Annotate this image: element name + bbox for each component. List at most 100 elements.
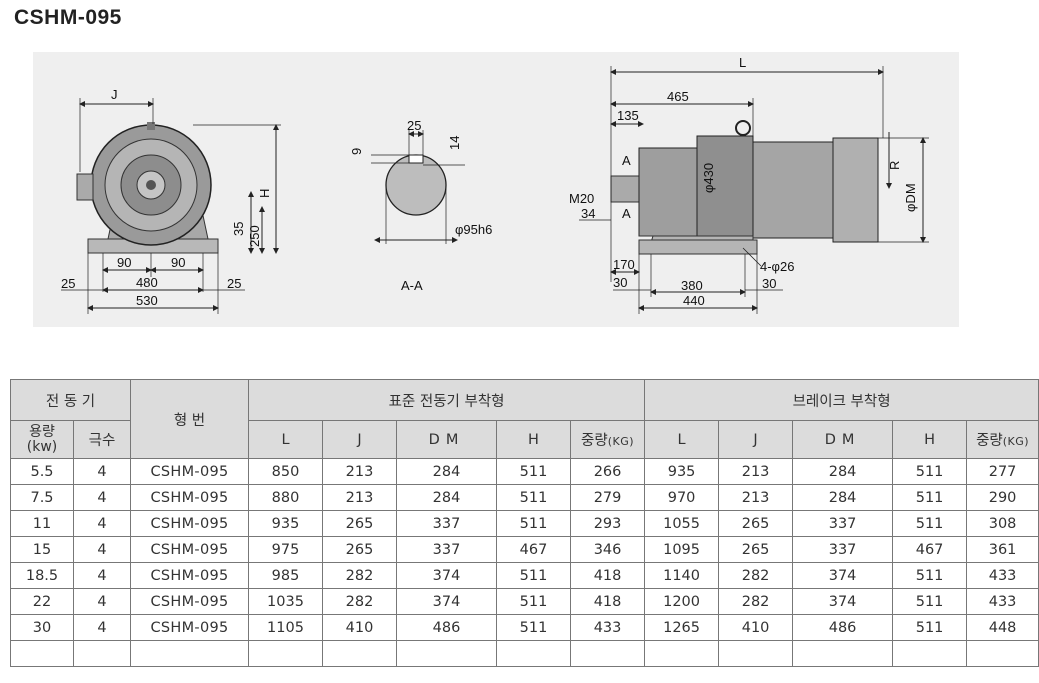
- cell-brk-2: 486: [792, 614, 894, 641]
- cell-kw: 7.5: [10, 484, 74, 511]
- cell-poles: 4: [73, 562, 131, 589]
- brk-col-J: J: [718, 420, 794, 459]
- cell-std-0: 1035: [248, 588, 323, 615]
- dim-key-14: 14: [447, 136, 462, 150]
- std-col-L: L: [248, 420, 323, 459]
- brk-col-H: H: [892, 420, 968, 459]
- cell-poles: 4: [73, 588, 131, 615]
- cell-std-2: 486: [396, 614, 497, 641]
- cell-std-3: 511: [496, 588, 571, 615]
- cell-std-1: 282: [322, 588, 397, 615]
- cell-brk-1: 410: [718, 614, 794, 641]
- cell-brk-0: 1140: [644, 562, 720, 589]
- dim-380: 380: [681, 278, 703, 293]
- weight-unit: (KG): [607, 435, 635, 448]
- std-col-weight: 중량(KG): [569, 420, 646, 459]
- cell-std-0: 935: [248, 510, 323, 537]
- cell-brk-0: 935: [644, 458, 720, 485]
- section-mark-a-top: A: [622, 153, 631, 168]
- dim-440: 440: [683, 293, 705, 308]
- cell-brk-2: 284: [792, 484, 894, 511]
- cell-std-0: 850: [248, 458, 323, 485]
- spec-table: 전 동 기 형 번 표준 전동기 부착형 브레이크 부착형 용량 (kw) 극수…: [10, 379, 1039, 667]
- cell-brk-3: 511: [892, 484, 968, 511]
- dim-35: 35: [231, 222, 246, 236]
- cell-std-0: 975: [248, 536, 323, 563]
- dim-135: 135: [617, 108, 639, 123]
- cell-brk-3: 511: [892, 614, 968, 641]
- cell-poles: 4: [73, 458, 131, 485]
- cell-model: CSHM-095: [130, 536, 249, 563]
- cell-brk-0: 970: [644, 484, 720, 511]
- cell-model: CSHM-095: [130, 458, 249, 485]
- cell-std-3: 467: [496, 536, 571, 563]
- capacity-header: 용량 (kw): [10, 420, 74, 459]
- cell-model: CSHM-095: [130, 562, 249, 589]
- cell-std-1: 282: [322, 562, 397, 589]
- cell-brk-4: 433: [966, 588, 1039, 615]
- cell-poles: 4: [73, 484, 131, 511]
- cell-std-0: 880: [248, 484, 323, 511]
- cell-std-1: 213: [322, 484, 397, 511]
- brk-col-DM: DM: [792, 420, 894, 459]
- dim-34: 34: [581, 206, 595, 221]
- cell-model: CSHM-095: [130, 510, 249, 537]
- cell-brk-1: 282: [718, 562, 794, 589]
- cell-brk-4: 433: [966, 562, 1039, 589]
- dim-L: L: [739, 55, 746, 70]
- dim-R: R: [887, 161, 902, 170]
- page-title: CSHM-095: [14, 6, 122, 29]
- dim-480: 480: [136, 275, 158, 290]
- cell-brk-1: 282: [718, 588, 794, 615]
- cell-brk-3: 511: [892, 510, 968, 537]
- dim-key-9: 9: [349, 148, 364, 155]
- cell-std-4: 266: [569, 458, 646, 485]
- cell-std-4: 418: [569, 588, 646, 615]
- cell-brk-4: 308: [966, 510, 1039, 537]
- cell-kw: 30: [10, 614, 74, 641]
- dim-25-right: 25: [227, 276, 241, 291]
- dimension-drawing: J H 35 250 90 90 480 530 25 25 25 9: [33, 52, 959, 327]
- cell-kw: 22: [10, 588, 74, 615]
- cell-brk-4: 290: [966, 484, 1039, 511]
- brk-col-weight: 중량(KG): [966, 420, 1039, 459]
- dim-170: 170: [613, 257, 635, 272]
- section-label: A-A: [401, 278, 423, 293]
- dim-25-left: 25: [61, 276, 75, 291]
- cell-brk-2: 374: [792, 588, 894, 615]
- standard-motor-header: 표준 전동기 부착형: [247, 379, 646, 421]
- cell-kw: 5.5: [10, 458, 74, 485]
- cell-brk-4: 361: [966, 536, 1039, 563]
- cell-model: CSHM-095: [130, 588, 249, 615]
- cell-std-3: 511: [496, 562, 571, 589]
- cell-std-4: 279: [569, 484, 646, 511]
- side-view: L 465 135 φ430 R φDM A A M20 34 170 30 3…: [569, 55, 929, 314]
- dim-30-right: 30: [762, 276, 776, 291]
- cell-std-3: 511: [496, 510, 571, 537]
- cell-brk-0: 1095: [644, 536, 720, 563]
- cell-std-4: 418: [569, 562, 646, 589]
- weight-label: 중량: [581, 433, 608, 449]
- dim-250: 250: [247, 225, 262, 247]
- std-col-H: H: [496, 420, 571, 459]
- cell-std-2: 284: [396, 484, 497, 511]
- cell-brk-0: 1055: [644, 510, 720, 537]
- cell-brk-1: 265: [718, 536, 794, 563]
- capacity-unit: (kw): [26, 438, 58, 455]
- cell-brk-0: 1200: [644, 588, 720, 615]
- cell-std-3: 511: [496, 614, 571, 641]
- cell-std-3: 511: [496, 458, 571, 485]
- shaft-diameter: φ95h6: [455, 222, 492, 237]
- section-mark-a-bottom: A: [622, 206, 631, 221]
- thread-M20: M20: [569, 191, 594, 206]
- cell-std-4: 433: [569, 614, 646, 641]
- cell-std-3: 511: [496, 484, 571, 511]
- cell-brk-2: 337: [792, 510, 894, 537]
- cell-brk-4: 277: [966, 458, 1039, 485]
